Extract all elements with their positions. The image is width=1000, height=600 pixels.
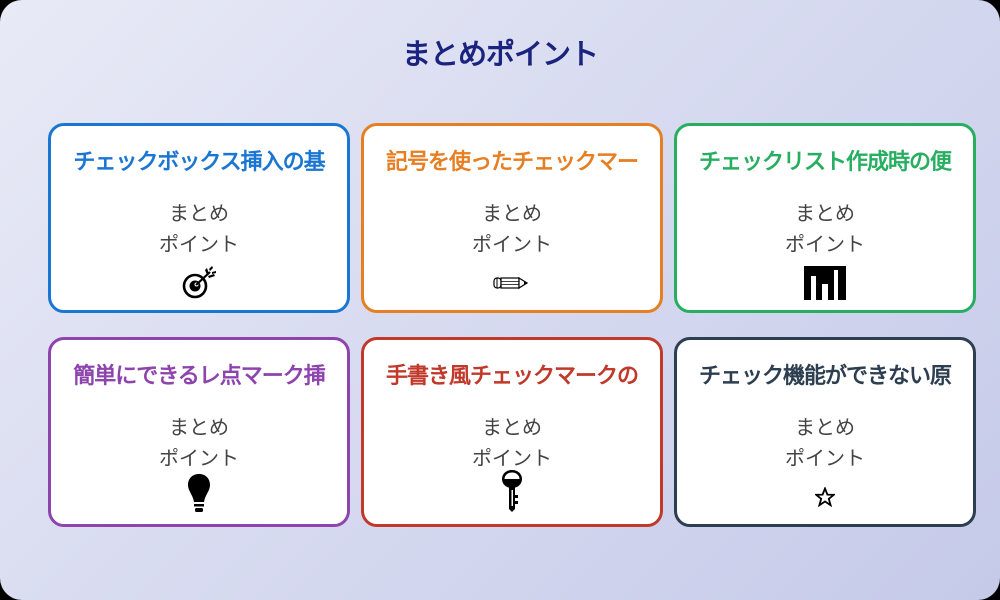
card-title: チェックボックス挿入の基 bbox=[73, 150, 325, 175]
card-body: まとめ ポイント bbox=[364, 412, 660, 474]
star-icon bbox=[677, 478, 973, 516]
key-icon bbox=[364, 470, 660, 512]
card-body-line: まとめ bbox=[795, 415, 855, 439]
card-body: まとめ ポイント bbox=[51, 198, 347, 260]
card-symbol-checkmark: 記号を使ったチェックマー まとめ ポイント bbox=[361, 123, 663, 313]
card-title: 簡単にできるレ点マーク挿 bbox=[73, 364, 326, 389]
card-body-line: ポイント bbox=[472, 446, 552, 470]
lightbulb-icon bbox=[51, 474, 347, 512]
card-body-line: ポイント bbox=[785, 232, 865, 256]
card-body-line: まとめ bbox=[482, 201, 542, 225]
card-body-line: まとめ bbox=[169, 415, 229, 439]
card-check-troubleshooting: チェック機能ができない原 まとめ ポイント bbox=[674, 337, 976, 527]
bar-chart-icon bbox=[677, 264, 973, 302]
card-body: まとめ ポイント bbox=[677, 412, 973, 474]
card-body-line: ポイント bbox=[472, 232, 552, 256]
card-handwritten-checkmark: 手書き風チェックマークの まとめ ポイント bbox=[361, 337, 663, 527]
card-body-line: まとめ bbox=[169, 201, 229, 225]
card-body-line: まとめ bbox=[795, 201, 855, 225]
card-title: 記号を使ったチェックマー bbox=[385, 150, 639, 175]
card-title: チェックリスト作成時の便 bbox=[698, 150, 952, 175]
card-body-line: ポイント bbox=[159, 446, 239, 470]
card-checklist-tips: チェックリスト作成時の便 まとめ ポイント bbox=[674, 123, 976, 313]
card-body: まとめ ポイント bbox=[51, 412, 347, 474]
card-title: チェック機能ができない原 bbox=[698, 364, 952, 389]
card-checkbox-basics: チェックボックス挿入の基 まとめ ポイント bbox=[48, 123, 350, 313]
target-icon bbox=[51, 264, 347, 302]
card-body-line: まとめ bbox=[482, 415, 542, 439]
card-body-line: ポイント bbox=[785, 446, 865, 470]
card-title: 手書き風チェックマークの bbox=[385, 364, 639, 389]
card-easy-checkmark: 簡単にできるレ点マーク挿 まとめ ポイント bbox=[48, 337, 350, 527]
pencil-icon bbox=[364, 264, 660, 302]
card-body-line: ポイント bbox=[159, 232, 239, 256]
card-body: まとめ ポイント bbox=[364, 198, 660, 260]
card-body: まとめ ポイント bbox=[677, 198, 973, 260]
page-title: まとめポイント bbox=[401, 37, 599, 71]
